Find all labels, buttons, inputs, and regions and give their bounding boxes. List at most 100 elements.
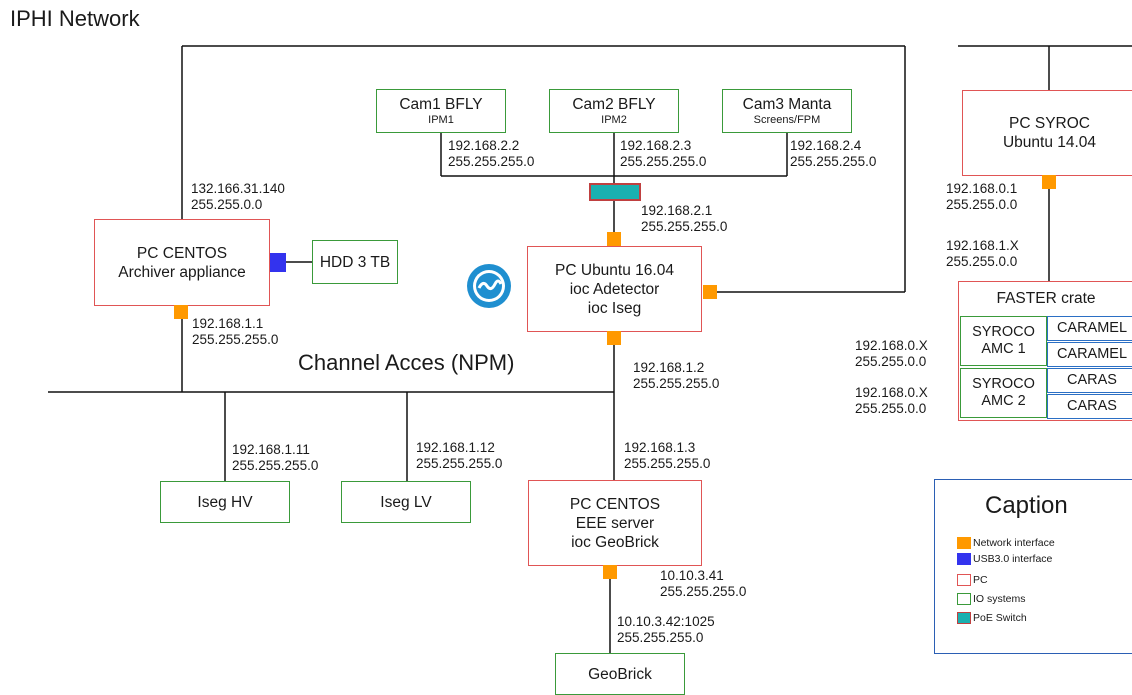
eee-bottom-ip: 10.10.3.41 (660, 568, 724, 583)
ubuntu-bottom-network-interface (607, 331, 621, 345)
ubuntu-top-mask: 255.255.255.0 (641, 219, 728, 234)
cam3-name: Cam3 Manta (742, 96, 832, 113)
iseg-lv-label: Iseg LV (380, 493, 432, 511)
green-outline-square-icon (957, 593, 971, 605)
legend-network-interface-label: Network interface (973, 537, 1055, 549)
legend-usb-interface-label: USB3.0 interface (973, 553, 1053, 565)
pc-centos-archiver-box[interactable]: PC CENTOS Archiver appliance (94, 219, 270, 306)
ubuntu-top-ip: 192.168.2.1 (641, 203, 713, 218)
blue-square-icon (957, 553, 971, 565)
ubuntu-line1: PC Ubuntu 16.04 (555, 261, 674, 279)
cam1-name: Cam1 BFLY (399, 96, 483, 113)
caramel-cell-2[interactable]: CARAMEL (1047, 342, 1132, 367)
cam1-sub: IPM1 (428, 114, 454, 126)
pc-ubuntu-box[interactable]: PC Ubuntu 16.04 ioc Adetector ioc Iseg (527, 246, 702, 332)
caramel-cell-1[interactable]: CARAMEL (1047, 316, 1132, 341)
amc1-mask: 255.255.0.0 (855, 354, 927, 369)
iseg-lv-ip: 192.168.1.12 (416, 440, 495, 455)
usb3-interface-marker (270, 253, 286, 272)
caption-title: Caption (985, 492, 1068, 519)
geobrick-ip: 10.10.3.42:1025 (617, 614, 715, 629)
iseg-hv-ip: 192.168.1.11 (232, 442, 310, 457)
ubuntu-bottom-mask: 255.255.255.0 (633, 376, 720, 391)
pc-syroc-box[interactable]: PC SYROC Ubuntu 14.04 (962, 90, 1132, 176)
cam2-sub: IPM2 (601, 114, 627, 126)
cam1-mask: 255.255.255.0 (448, 154, 535, 169)
syroc-network-interface (1042, 175, 1056, 189)
eee-bottom-mask: 255.255.255.0 (660, 584, 747, 599)
syroc-ip2: 192.168.1.X (946, 238, 1019, 253)
ubuntu-top-network-interface (607, 232, 621, 246)
eee-line3: ioc GeoBrick (571, 533, 659, 551)
geobrick-mask: 255.255.255.0 (617, 630, 704, 645)
poe-switch (589, 183, 641, 201)
pc-centos-eee-box[interactable]: PC CENTOS EEE server ioc GeoBrick (528, 480, 702, 566)
legend-io-systems-label: IO systems (973, 593, 1026, 605)
cam3-mask: 255.255.255.0 (790, 154, 877, 169)
amc2-mask: 255.255.0.0 (855, 401, 927, 416)
cam1-box[interactable]: Cam1 BFLY IPM1 (376, 89, 506, 133)
archiver-top-mask: 255.255.0.0 (191, 197, 263, 212)
eee-top-mask: 255.255.255.0 (624, 456, 711, 471)
caras-cell-2[interactable]: CARAS (1047, 394, 1132, 419)
ubuntu-line3: ioc Iseg (587, 299, 642, 317)
cam2-mask: 255.255.255.0 (620, 154, 707, 169)
eee-line1: PC CENTOS (569, 495, 661, 513)
syroc-mask2: 255.255.0.0 (946, 254, 1018, 269)
iseg-hv-label: Iseg HV (197, 493, 253, 511)
archiver-bottom-mask: 255.255.255.0 (192, 332, 279, 347)
caras-cell-1[interactable]: CARAS (1047, 368, 1132, 393)
orange-square-icon (957, 537, 971, 549)
geobrick-box[interactable]: GeoBrick (555, 653, 685, 695)
iseg-lv-box[interactable]: Iseg LV (341, 481, 471, 523)
teal-red-square-icon (957, 612, 971, 624)
iseg-hv-mask: 255.255.255.0 (232, 458, 319, 473)
geobrick-label: GeoBrick (588, 665, 652, 683)
cam3-box[interactable]: Cam3 Manta Screens/FPM (722, 89, 852, 133)
amc2-ip: 192.168.0.X (855, 385, 928, 400)
archiver-network-interface (174, 305, 188, 319)
syroco-amc1-cell[interactable]: SYROCO AMC 1 (960, 316, 1047, 366)
syroc-mask1: 255.255.0.0 (946, 197, 1018, 212)
syroc-line2: Ubuntu 14.04 (1002, 134, 1097, 151)
eee-top-ip: 192.168.1.3 (624, 440, 696, 455)
legend-io-systems: IO systems (957, 593, 1026, 605)
archiver-line2: Archiver appliance (118, 263, 246, 281)
cam2-box[interactable]: Cam2 BFLY IPM2 (549, 89, 679, 133)
cam2-name: Cam2 BFLY (572, 96, 656, 113)
cam1-ip: 192.168.2.2 (448, 138, 520, 153)
ubuntu-right-network-interface (703, 285, 717, 299)
amc2-line1: SYROCO (972, 376, 1035, 392)
channel-access-label: Channel Acces (NPM) (298, 350, 515, 375)
hdd-label: HDD 3 TB (319, 253, 391, 271)
cam2-ip: 192.168.2.3 (620, 138, 692, 153)
legend-poe-switch: PoE Switch (957, 612, 1027, 624)
cam3-ip: 192.168.2.4 (790, 138, 862, 153)
faster-crate-title: FASTER crate (996, 290, 1096, 307)
red-outline-square-icon (957, 574, 971, 586)
legend-pc-label: PC (973, 574, 988, 586)
hdd-box[interactable]: HDD 3 TB (312, 240, 398, 284)
archiver-top-ip: 132.166.31.140 (191, 181, 285, 196)
syroc-line1: PC SYROC (1009, 115, 1090, 132)
legend-pc: PC (957, 574, 988, 586)
css-logo-icon (467, 264, 511, 308)
amc1-line2: AMC 1 (981, 341, 1026, 357)
iseg-hv-box[interactable]: Iseg HV (160, 481, 290, 523)
faster-crate[interactable]: FASTER crate SYROCO AMC 1 SYROCO AMC 2 C… (958, 281, 1132, 421)
legend-poe-switch-label: PoE Switch (973, 612, 1027, 624)
syroco-amc2-cell[interactable]: SYROCO AMC 2 (960, 368, 1047, 418)
